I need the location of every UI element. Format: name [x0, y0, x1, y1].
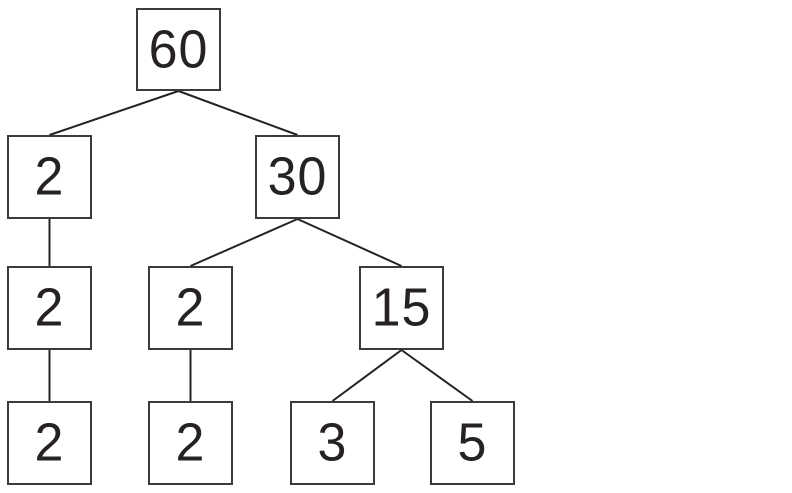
node-value: 2	[175, 277, 206, 339]
tree-node-2-level2-left: 2	[7, 266, 92, 350]
tree-node-30: 30	[255, 135, 340, 219]
node-value: 15	[371, 277, 432, 339]
tree-node-15: 15	[359, 266, 444, 350]
tree-node-3: 3	[290, 401, 375, 485]
node-value: 3	[317, 412, 348, 474]
tree-edge	[190, 218, 298, 267]
tree-node-2-level1: 2	[7, 135, 92, 219]
tree-edge	[178, 90, 298, 136]
tree-edge	[400, 349, 474, 402]
tree-node-5: 5	[430, 401, 515, 485]
tree-node-60: 60	[136, 8, 221, 91]
tree-node-2-level3-mid: 2	[148, 401, 233, 485]
tree-edge	[331, 349, 403, 402]
node-value: 2	[34, 412, 65, 474]
tree-node-2-level3-left: 2	[7, 401, 92, 485]
node-value: 2	[34, 146, 65, 208]
node-value: 2	[34, 277, 65, 339]
node-value: 30	[267, 146, 328, 208]
node-value: 5	[457, 412, 488, 474]
tree-edge	[297, 218, 402, 267]
tree-node-2-level2-mid: 2	[148, 266, 233, 350]
node-value: 60	[148, 19, 209, 80]
tree-edge	[49, 90, 179, 136]
node-value: 2	[175, 412, 206, 474]
